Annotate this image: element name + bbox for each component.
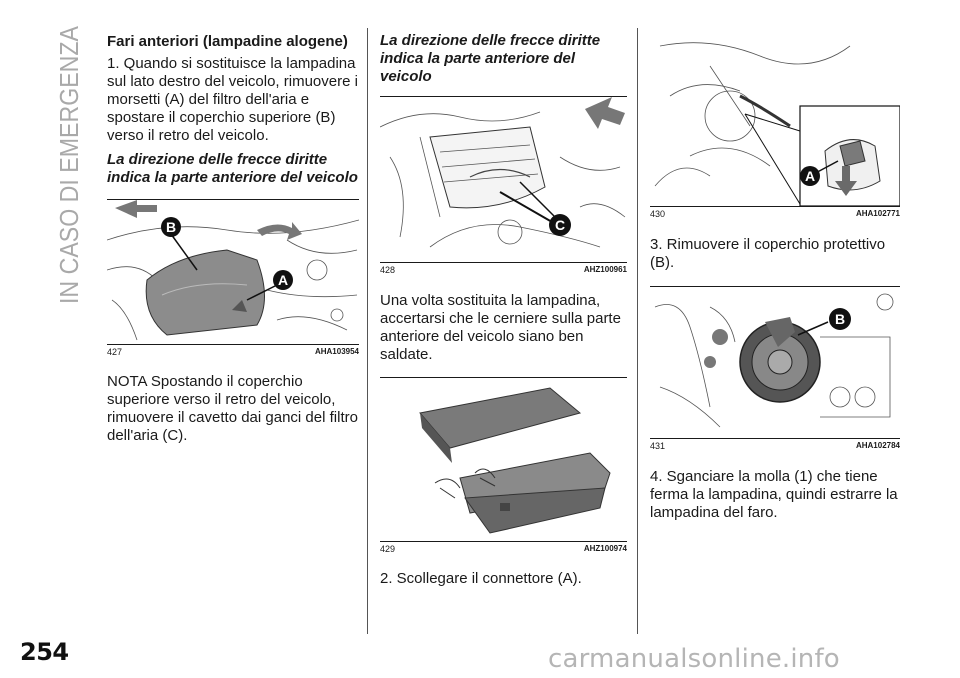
figure-note-direction: La direzione delle frecce diritte indica…	[380, 32, 601, 85]
figure-bottom-rule	[650, 438, 900, 439]
figure-428-label-c: C	[555, 217, 565, 233]
watermark-text: carmanualsonline.info	[548, 644, 840, 674]
step-3-text: 3. Rimuovere il coperchio protettivo (B)…	[650, 236, 886, 271]
figure-note-direction: La direzione delle frecce diritte indica…	[107, 151, 358, 186]
section-side-title-text: IN CASO DI EMERGENZA	[54, 25, 84, 304]
figure-number: 431	[650, 441, 666, 451]
figure-430-illustration: A	[654, 42, 900, 206]
figure-code: AHA102784	[855, 441, 900, 450]
note-text: NOTA Spostando il coperchio superiore ve…	[107, 373, 358, 444]
figure-427-label-a: A	[278, 272, 288, 288]
page-number: 254	[20, 638, 69, 666]
figure-code: AHA103954	[314, 347, 359, 356]
step-4-text: 4. Sganciare la molla (1) che tiene ferm…	[650, 468, 898, 521]
figure-429	[380, 378, 627, 541]
figure-431: B	[650, 287, 900, 438]
figure-code: AHA102771	[855, 209, 900, 218]
figure-428-illustration: C	[380, 97, 626, 248]
column-divider	[367, 28, 368, 634]
figure-bottom-rule	[107, 344, 359, 345]
column-2: La direzione delle frecce diritte indica…	[380, 32, 627, 588]
figure-429-caption: 429 AHZ100974	[380, 544, 627, 554]
figure-number: 429	[380, 544, 396, 554]
figure-427-illustration: B A	[107, 200, 359, 341]
column-3: A 430 AHA102771 3. Rimuovere il coperchi…	[650, 36, 900, 522]
figure-top-rule	[107, 199, 359, 200]
figure-bottom-rule	[380, 262, 627, 263]
figure-code: AHZ100974	[583, 544, 627, 553]
hinge-check-text: Una volta sostituita la lampadina, accer…	[380, 292, 621, 363]
step-1-text: 1. Quando si sostituisce la lampadina su…	[107, 55, 358, 144]
section-heading: Fari anteriori (lampadine alogene)	[107, 33, 348, 50]
figure-427-caption: 427 AHA103954	[107, 347, 359, 357]
figure-430-caption: 430 AHA102771	[650, 209, 900, 219]
figure-bottom-rule	[380, 541, 627, 542]
figure-427: B A	[107, 200, 359, 344]
column-divider	[637, 28, 638, 634]
figure-428: C	[380, 97, 627, 262]
figure-top-rule	[650, 286, 900, 287]
section-side-title: IN CASO DI EMERGENZA	[50, 24, 86, 306]
figure-top-rule	[380, 96, 627, 97]
figure-code: AHZ100961	[583, 265, 627, 274]
column-1: Fari anteriori (lampadine alogene) 1. Qu…	[107, 32, 359, 445]
figure-431-illustration: B	[654, 293, 894, 428]
figure-431-label-b: B	[835, 311, 845, 327]
figure-number: 430	[650, 209, 666, 219]
figure-430: A	[650, 36, 900, 206]
figure-429-illustration	[419, 387, 611, 534]
figure-bottom-rule	[650, 206, 900, 207]
figure-430-label-a: A	[805, 168, 815, 184]
figure-number: 427	[107, 347, 123, 357]
figure-427-label-b: B	[166, 219, 176, 235]
figure-431-caption: 431 AHA102784	[650, 441, 900, 451]
figure-number: 428	[380, 265, 396, 275]
figure-top-rule	[380, 377, 627, 378]
figure-428-caption: 428 AHZ100961	[380, 265, 627, 275]
step-2-text: 2. Scollegare il connettore (A).	[380, 570, 582, 587]
